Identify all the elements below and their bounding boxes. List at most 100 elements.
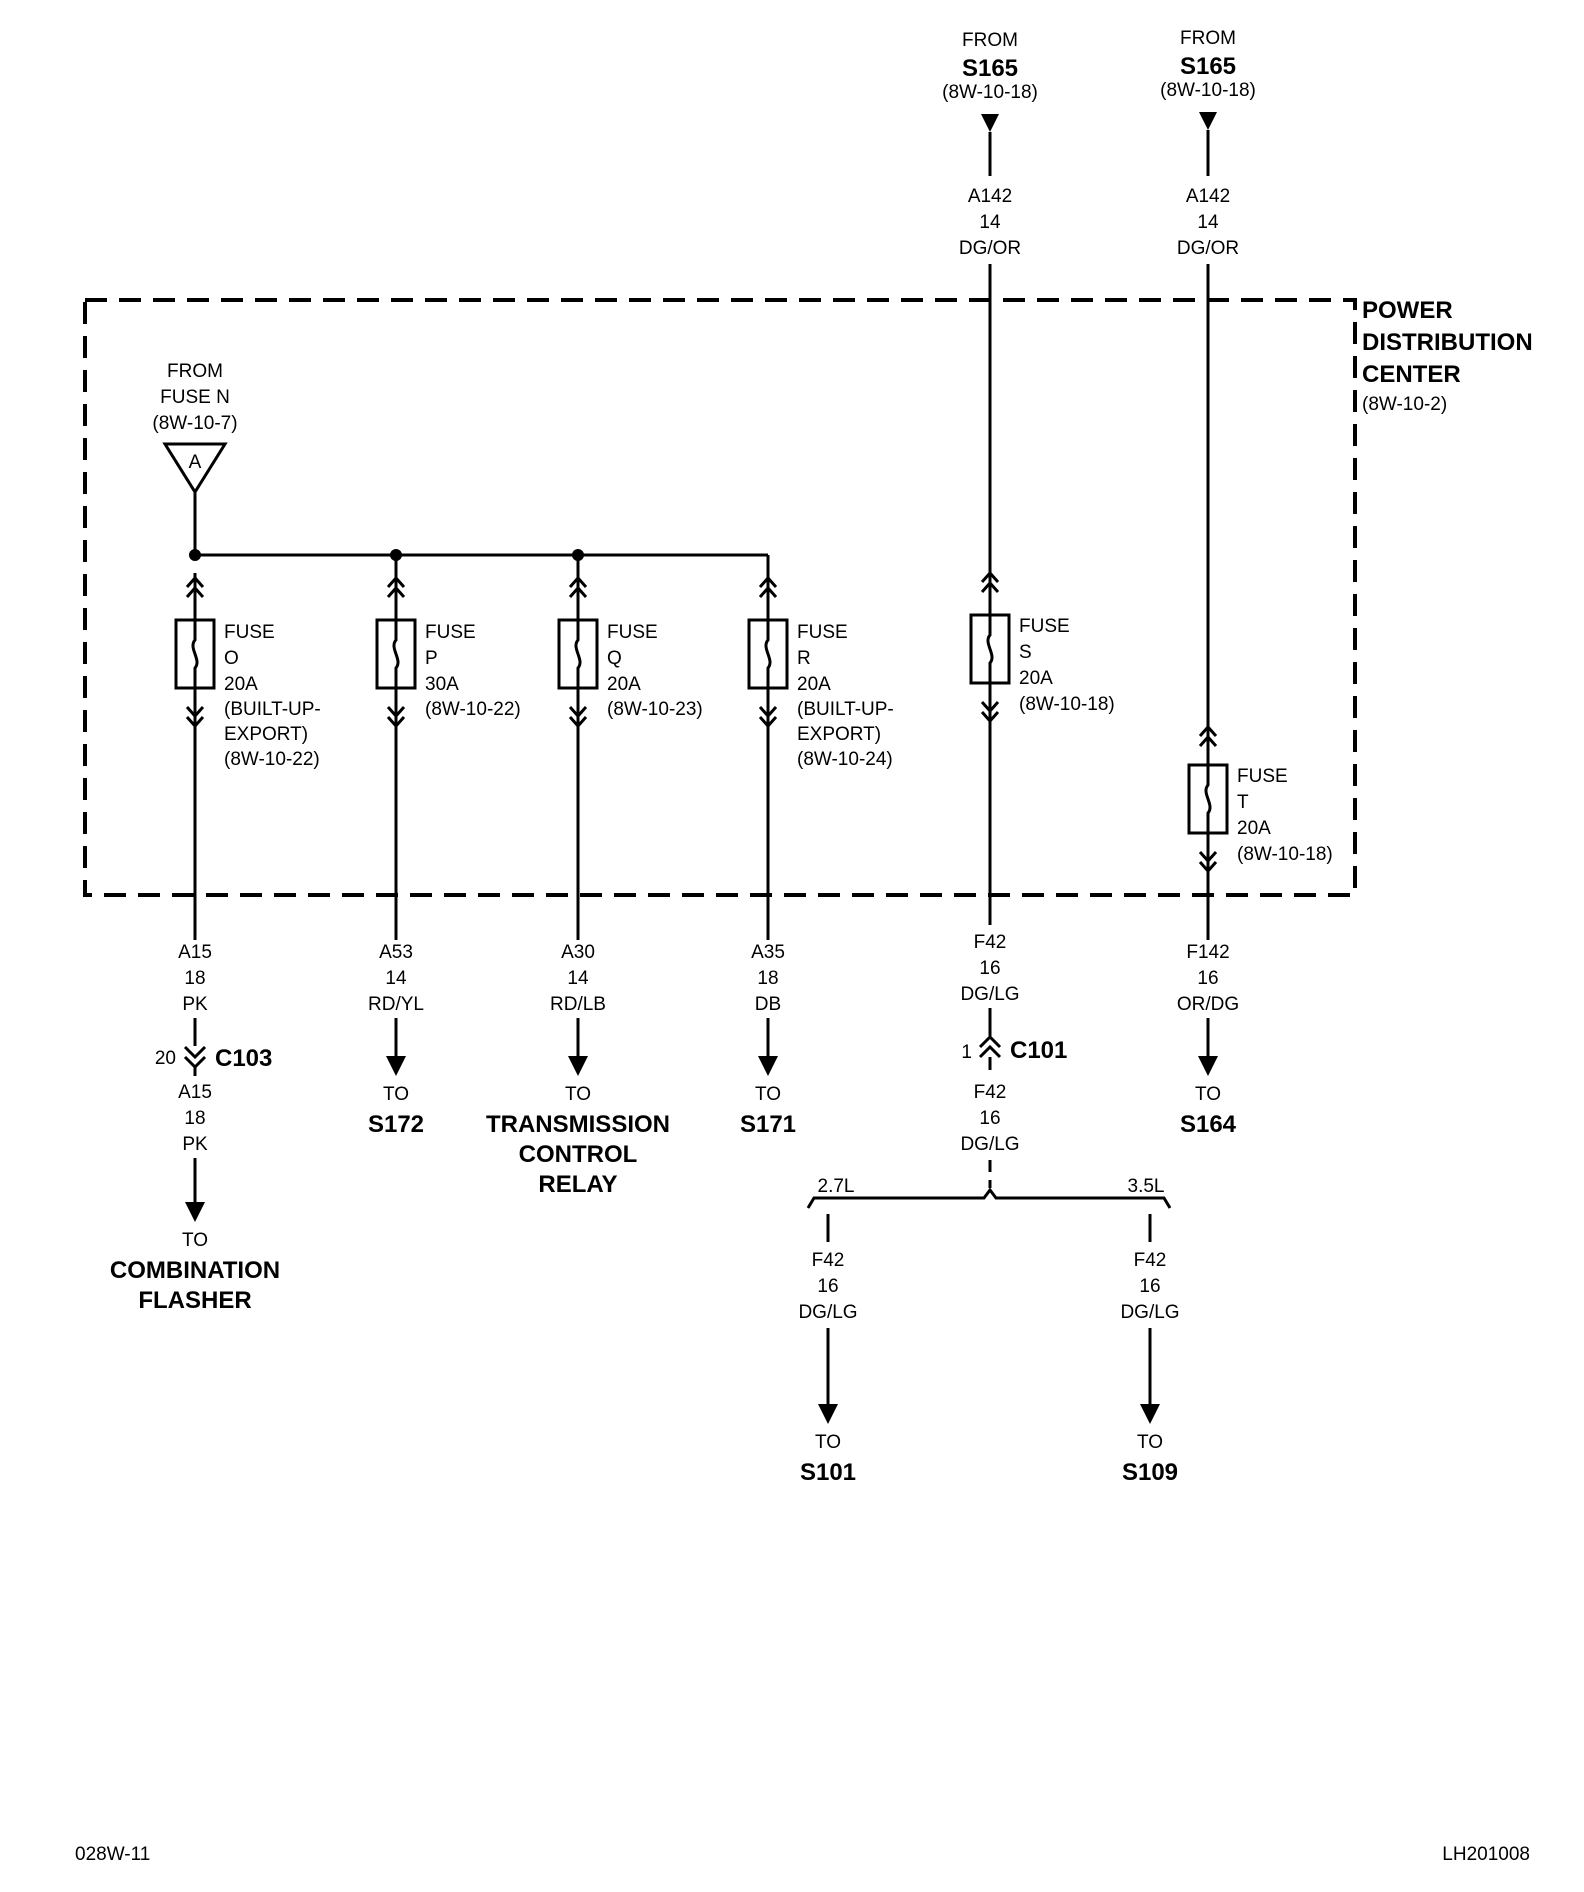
svg-text:(8W-10-18): (8W-10-18)	[942, 82, 1038, 103]
svg-text:RELAY: RELAY	[538, 1171, 617, 1198]
svg-text:14: 14	[1197, 212, 1219, 233]
connector-a-triangle	[162, 442, 228, 495]
svg-text:14: 14	[385, 968, 407, 989]
fuse-s: FUSE S 20A (8W-10-18)	[969, 570, 1115, 925]
circuit-a53: A53 14 RD/YL TO S172	[368, 942, 424, 1138]
svg-text:CONTROL: CONTROL	[519, 1141, 638, 1168]
circuit-a30: A30 14 RD/LB TO TRANSMISSION CONTROL REL…	[486, 942, 670, 1198]
option-split	[806, 1187, 1172, 1209]
svg-text:FLASHER: FLASHER	[138, 1287, 251, 1314]
svg-text:DG/LG: DG/LG	[1120, 1302, 1179, 1323]
svg-text:(8W-10-7): (8W-10-7)	[152, 413, 237, 434]
svg-text:A35: A35	[751, 942, 785, 963]
circuit-a35: A35 18 DB TO S171	[740, 942, 796, 1138]
svg-text:S164: S164	[1180, 1111, 1237, 1138]
fuse-q: FUSE Q 20A (8W-10-23)	[557, 555, 703, 940]
svg-text:S165: S165	[1180, 53, 1236, 80]
svg-text:S171: S171	[740, 1111, 796, 1138]
svg-text:20A: 20A	[224, 674, 258, 695]
svg-text:20A: 20A	[1019, 668, 1053, 689]
svg-text:18: 18	[757, 968, 778, 989]
svg-text:A30: A30	[561, 942, 595, 963]
svg-text:RD/LB: RD/LB	[550, 994, 606, 1015]
svg-text:R: R	[797, 648, 811, 669]
svg-text:P: P	[425, 648, 438, 669]
svg-text:Q: Q	[607, 648, 622, 669]
svg-text:A15: A15	[178, 1082, 212, 1103]
svg-text:A142: A142	[1186, 186, 1230, 207]
arrow-down-icon	[758, 1056, 778, 1076]
svg-text:TO: TO	[1195, 1084, 1221, 1105]
svg-text:DG/OR: DG/OR	[1177, 238, 1239, 259]
chevron-down-icon	[183, 1045, 207, 1070]
fuse-t: FUSE T 20A (8W-10-18)	[1187, 718, 1333, 940]
fuse-element-icon	[764, 620, 772, 688]
svg-text:F42: F42	[1134, 1250, 1167, 1271]
svg-text:FUSE: FUSE	[797, 622, 848, 643]
svg-text:16: 16	[817, 1276, 838, 1297]
svg-text:FUSE: FUSE	[425, 622, 476, 643]
arrow-down-icon	[1199, 112, 1217, 130]
pdc-boundary	[83, 298, 1357, 897]
svg-text:EXPORT): EXPORT)	[797, 724, 881, 745]
svg-text:S109: S109	[1122, 1459, 1178, 1486]
svg-text:14: 14	[979, 212, 1001, 233]
connector-a-label: A	[189, 452, 202, 473]
svg-text:A53: A53	[379, 942, 413, 963]
splice-dot	[189, 549, 201, 561]
pdc-ref: (8W-10-2)	[1362, 394, 1447, 415]
svg-text:EXPORT): EXPORT)	[224, 724, 308, 745]
svg-text:TO: TO	[383, 1084, 409, 1105]
svg-text:O: O	[224, 648, 239, 669]
svg-text:PK: PK	[182, 994, 208, 1015]
circuit-f42: F42 16 DG/LG 1 C101 F42 16 DG/LG 2.7L 3.…	[798, 932, 1179, 1486]
s165-right-feed: FROM S165 (8W-10-18) A142 14 DG/OR	[1160, 28, 1256, 718]
svg-text:F42: F42	[974, 1082, 1007, 1103]
svg-text:(8W-10-22): (8W-10-22)	[224, 749, 320, 770]
pdc-title-2: DISTRIBUTION	[1362, 329, 1533, 356]
svg-text:(BUILT-UP-: (BUILT-UP-	[797, 699, 894, 720]
svg-text:(8W-10-18): (8W-10-18)	[1160, 80, 1256, 101]
fuse-p: FUSE P 30A (8W-10-22)	[375, 555, 521, 940]
svg-text:A142: A142	[968, 186, 1012, 207]
svg-text:TO: TO	[182, 1230, 208, 1251]
svg-text:TO: TO	[755, 1084, 781, 1105]
svg-text:16: 16	[1139, 1276, 1160, 1297]
svg-text:A15: A15	[178, 942, 212, 963]
c101-pin: 1	[961, 1042, 972, 1063]
svg-text:(8W-10-22): (8W-10-22)	[425, 699, 521, 720]
arrow-down-icon	[185, 1202, 205, 1222]
svg-text:FUSE N: FUSE N	[160, 387, 230, 408]
svg-text:(8W-10-18): (8W-10-18)	[1237, 844, 1333, 865]
circuit-f142: F142 16 OR/DG TO S164	[1177, 942, 1239, 1138]
svg-text:FROM: FROM	[962, 30, 1018, 51]
svg-text:S172: S172	[368, 1111, 424, 1138]
fuse-element-icon	[986, 615, 994, 683]
fuse-element-icon	[191, 620, 199, 688]
svg-text:COMBINATION: COMBINATION	[110, 1257, 280, 1284]
svg-text:F142: F142	[1186, 942, 1229, 963]
svg-text:TO: TO	[1137, 1432, 1163, 1453]
arrow-down-icon	[568, 1056, 588, 1076]
s165-left-feed: FROM S165 (8W-10-18) A142 14 DG/OR	[942, 30, 1038, 573]
svg-text:FUSE: FUSE	[1019, 616, 1070, 637]
svg-text:TO: TO	[815, 1432, 841, 1453]
svg-text:DG/OR: DG/OR	[959, 238, 1021, 259]
footer-right-code: LH201008	[1442, 1844, 1530, 1865]
svg-text:FUSE: FUSE	[224, 622, 275, 643]
svg-text:16: 16	[979, 1108, 1000, 1129]
svg-text:FUSE: FUSE	[607, 622, 658, 643]
fuse-element-icon	[1204, 765, 1212, 833]
svg-text:OR/DG: OR/DG	[1177, 994, 1239, 1015]
svg-text:DG/LG: DG/LG	[798, 1302, 857, 1323]
svg-text:PK: PK	[182, 1134, 208, 1155]
svg-text:FROM: FROM	[167, 361, 223, 382]
svg-text:14: 14	[567, 968, 589, 989]
pdc-title-1: POWER	[1362, 297, 1453, 324]
fuse-element-icon	[574, 620, 582, 688]
svg-text:S101: S101	[800, 1459, 856, 1486]
svg-text:FUSE: FUSE	[1237, 766, 1288, 787]
fuse-n-feed: FROM FUSE N (8W-10-7) A	[152, 361, 238, 495]
svg-text:F42: F42	[974, 932, 1007, 953]
svg-text:(8W-10-18): (8W-10-18)	[1019, 694, 1115, 715]
